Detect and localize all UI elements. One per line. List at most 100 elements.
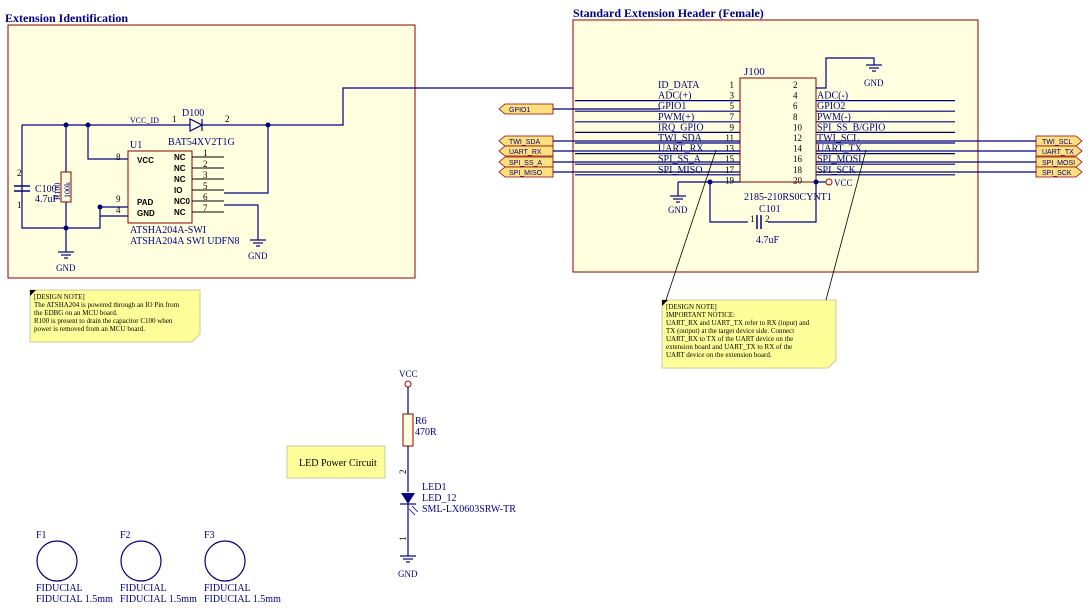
c100-pin1: 1 [17,200,22,210]
fiducial-part: FIDUCIAL 1.5mm [36,594,113,605]
u1-part2: ATSHA204A SWI UDFN8 [130,236,239,247]
j100-pin-name: SPI_SS_B/GPIO [817,122,885,133]
gnd-label: GND [248,251,268,261]
c101-pin1: 1 [750,214,755,224]
c100-pin2: 2 [17,168,22,178]
design-note-2 [661,299,837,369]
gnd-symbol [866,64,882,72]
resistor-r6[interactable] [402,413,414,447]
gnd-symbol [58,251,74,259]
wire-c101-vcc [768,182,817,223]
u1-pin-name: GND [137,209,155,218]
note-line: [DESIGN NOTE] [666,303,717,311]
d100-pin1: 1 [172,114,177,124]
gnd-label: GND [398,569,418,579]
fiducial-name: FIDUCIAL [204,583,251,594]
j100-pin-num: 1 [730,80,735,90]
u1-pin-name: NC [174,153,186,162]
j100-pin-name: PWM(-) [817,112,851,123]
wire-nc0-gnd [224,204,259,240]
u1-pin-name: PAD [137,198,154,207]
net-port-label: SPI_MISO [509,170,543,177]
c101-ref: C101 [759,204,781,215]
fiducial-part: FIDUCIAL 1.5mm [120,594,197,605]
u1-pin-name: NC [174,175,186,184]
j100-pin-name: ID_DATA [658,80,700,91]
note1-text: [DESIGN NOTE]The ATSHA204 is powered thr… [34,293,180,333]
d100-part: BAT54XV2T1G [168,137,235,148]
j100-pin-num: 13 [725,144,735,154]
fiducial-mark [36,540,78,582]
note-line: power is removed from an MCU board. [34,325,145,333]
u1-pin-name: VCC [137,156,154,165]
note-line: IMPORTANT NOTICE: [666,311,735,319]
sheet-title-header: Standard Extension Header (Female) [573,6,764,20]
led-power-circuit-label: LED Power Circuit [299,458,377,469]
j100-pin-num: 20 [793,175,803,185]
note-line: [DESIGN NOTE] [34,293,85,301]
j100-pin-num: 15 [725,154,735,164]
note-line: UART device on the extension board. [666,351,772,359]
u1-pin-num: 9 [116,194,121,204]
r6-ref: R6 [415,416,427,427]
ic-u1[interactable] [127,150,193,224]
note-marker [662,300,668,306]
capacitor-c101[interactable] [756,215,762,229]
j100-pin-name: GPIO1 [658,101,686,112]
j100-pin-num: 16 [793,154,803,164]
led1-ref: LED1 [422,482,446,493]
gnd-label: GND [668,205,688,215]
gnd-symbol [400,555,416,563]
c101-value: 4.7uF [756,235,780,246]
j100-pin-num: 11 [725,133,734,143]
d100-pin2: 2 [225,114,230,124]
u1-ref: U1 [130,140,142,151]
diode-d100[interactable] [189,118,268,132]
j100-pin-name: IRQ_GPIO [658,122,704,133]
fiducial-name: FIDUCIAL [120,583,167,594]
c100-ref: C100 [35,184,57,195]
led-led1[interactable] [400,493,419,516]
u1-pin-name: NC [174,208,186,217]
wire-u1-vcc [87,125,128,160]
fiducial-name: FIDUCIAL [36,583,83,594]
j100-pin-num: 7 [730,112,735,122]
net-port-label: SPI_SS_A [509,160,542,167]
j100-pin-name: TWI_SDA [658,133,703,144]
u1-pin-num: 7 [203,203,208,213]
net-port-label: TWI_SCL [1042,139,1072,146]
c101-pin2: 2 [765,214,770,224]
j100-pin-name: UART_TX [817,144,863,155]
j100-pin-num: 12 [793,133,802,143]
j100-pin-num: 8 [793,112,798,122]
j100-part: 2185-210RS0CYNT1 [744,192,832,203]
led-power-circuit-label-box [286,445,386,479]
capacitor-c100[interactable] [14,185,30,192]
net-ports: GPIO1TWI_SDAUART_RXSPI_SS_ASPI_MISOTWI_S… [498,103,1083,178]
vcc-port [825,178,833,186]
junction [97,204,103,210]
u1-pin-name: NC0 [174,197,191,206]
gnd-label: GND [56,263,76,273]
resistor-r100[interactable] [60,171,72,203]
u1-pin-num: 3 [203,170,208,180]
j100-pin-num: 2 [793,80,798,90]
j100-pin-name: SPI_MOSI [817,154,861,165]
j100-pin-name: SPI_SCK [817,165,857,176]
net-port-twi_scl [1035,135,1083,147]
net-port-label: SPI_MOSI [1042,160,1075,167]
note-line: UART_RX and UART_TX refer to RX (input) … [666,319,810,327]
note-line: extension board and UART_TX to RX of the [666,343,792,351]
note-line: R100 is present to drain the capacitor C… [34,317,173,325]
note-line: TX (output) at the target device side. C… [666,327,794,335]
j100-pin-name: TWI_SCL [817,133,859,144]
connector-j100[interactable] [739,77,817,183]
note-line: UART_RX to TX of the UART device on the [666,335,793,343]
j100-pin-num: 10 [793,122,803,132]
design-note-1 [29,289,201,343]
u1-pin-num: 1 [203,148,208,158]
vcc-label: VCC [834,178,853,188]
net-label-vcc-id: VCC_ID [130,116,159,125]
